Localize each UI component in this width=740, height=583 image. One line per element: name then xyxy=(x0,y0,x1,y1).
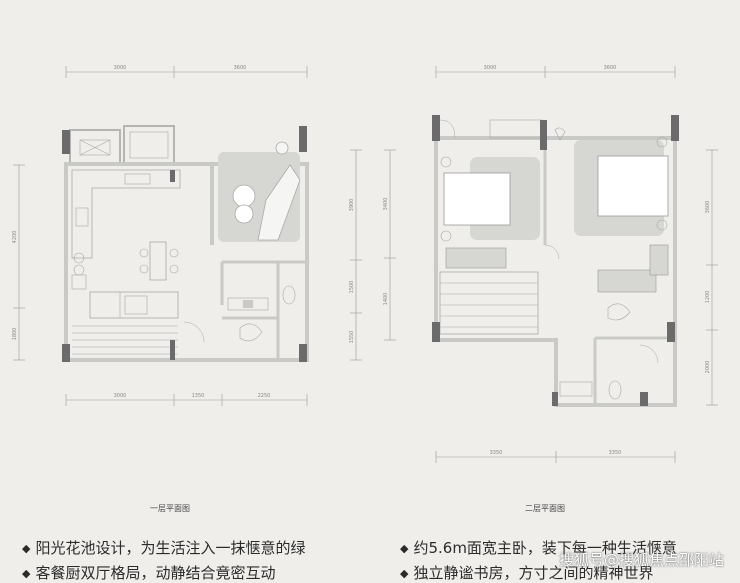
bullet-2-text: 客餐厨双厅格局，动静结合竟密互动 xyxy=(35,564,276,582)
f2-right-dim-2: 1200 xyxy=(705,291,711,304)
floor2-caption: 二层平面图 xyxy=(525,504,565,513)
f2-top-dim-2: 3600 xyxy=(604,65,617,71)
f1-top-dim-2: 3600 xyxy=(234,65,247,71)
bullet-2: ◆ 客餐厨双厅格局，动静结合竟密互动 xyxy=(22,562,275,583)
watermark: 搜狐号@搜狐焦点邵阳站 xyxy=(558,551,724,569)
f1-right-dim-3: 1550 xyxy=(349,331,355,344)
f1-right-dim-2: 1500 xyxy=(349,281,355,294)
f2-top-dim-1: 3000 xyxy=(484,65,497,71)
f2-left-dim-2: 1400 xyxy=(383,293,389,306)
diamond-icon: ◆ xyxy=(400,542,409,555)
diamond-icon: ◆ xyxy=(400,567,409,580)
diamond-icon: ◆ xyxy=(22,567,31,580)
f1-bottom-dim-1: 3000 xyxy=(114,393,127,399)
f1-bottom-dim-3: 2250 xyxy=(258,393,271,399)
floor1-caption: 一层平面图 xyxy=(150,504,190,513)
f1-bottom-dim-2: 1350 xyxy=(192,393,205,399)
dimension-labels: 3000 3600 3000 1350 2250 4200 1800 3900 … xyxy=(12,65,711,456)
diamond-icon: ◆ xyxy=(22,542,31,555)
bullet-4: ◆ 独立静谧书房，方寸之间的精神世界 xyxy=(400,562,653,583)
f1-top-dim-1: 3000 xyxy=(114,65,127,71)
floor-plans-drawing: 3000 3600 3000 1350 2250 4200 1800 3900 … xyxy=(12,65,718,463)
f1-left-dim-2: 1800 xyxy=(12,328,18,341)
f2-left-dim-1: 3400 xyxy=(383,198,389,211)
bullet-3: ◆ 约5.6m面宽主卧，装下每一种生活惬意 xyxy=(400,537,677,558)
floor2-plan xyxy=(384,66,718,463)
f1-right-dim-1: 3900 xyxy=(349,199,355,212)
f2-right-dim-3: 2000 xyxy=(705,361,711,374)
bullet-4-text: 独立静谧书房，方寸之间的精神世界 xyxy=(413,564,654,582)
f1-left-dim-1: 4200 xyxy=(12,231,18,244)
f2-bottom-dim-2: 3350 xyxy=(609,450,622,456)
bullet-1: ◆ 阳光花池设计，为生活注入一抹惬意的绿 xyxy=(22,537,305,558)
f2-right-dim-1: 3600 xyxy=(705,201,711,214)
floor1-plan xyxy=(13,66,362,406)
bullet-1-text: 阳光花池设计，为生活注入一抹惬意的绿 xyxy=(35,539,306,557)
bullet-3-text: 约5.6m面宽主卧，装下每一种生活惬意 xyxy=(413,539,677,557)
f2-bottom-dim-1: 3350 xyxy=(490,450,503,456)
